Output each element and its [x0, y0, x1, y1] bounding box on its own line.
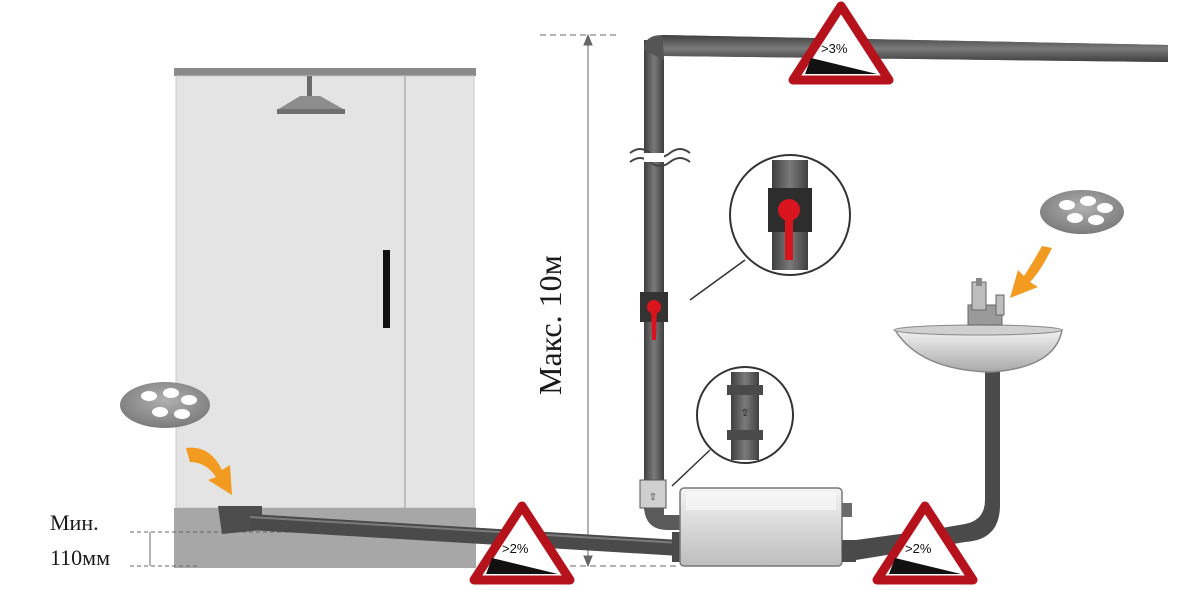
slope-warning-icon: >2%	[469, 501, 575, 585]
svg-text:⇧: ⇧	[649, 492, 657, 503]
drain-pipe-left	[218, 506, 681, 556]
sink-icon	[893, 324, 1063, 373]
flow-arrow-icon	[1010, 246, 1052, 298]
slope-warning-icon: >3%	[788, 1, 894, 85]
door-handle	[383, 250, 390, 328]
shower-head-icon	[277, 76, 345, 114]
shower-cabin	[174, 68, 476, 568]
slope-warning-icon: >2%	[872, 501, 978, 585]
min-value-label: 110мм	[50, 545, 111, 570]
max-height-dimension	[540, 33, 680, 568]
check-valve-icon: ⇧	[671, 366, 794, 487]
discharge-pipe	[629, 35, 1168, 510]
max-height-label: Макс. 10м	[532, 255, 568, 395]
drain-grate-icon	[1040, 190, 1124, 234]
slope-label-bottom-right: >2%	[905, 541, 932, 556]
svg-text:⇧: ⇧	[741, 408, 749, 419]
drain-grate-icon	[120, 382, 210, 428]
slope-label-bottom-left: >2%	[502, 541, 529, 556]
min-label: Мин.	[50, 510, 99, 535]
faucet-icon	[967, 278, 1005, 326]
pump-unit-icon: ⇧	[639, 479, 856, 567]
slope-label-top: >3%	[821, 41, 848, 56]
ball-valve-icon	[640, 292, 668, 340]
valve-detail-callout	[689, 154, 851, 301]
flow-arrow-icon	[186, 447, 232, 495]
